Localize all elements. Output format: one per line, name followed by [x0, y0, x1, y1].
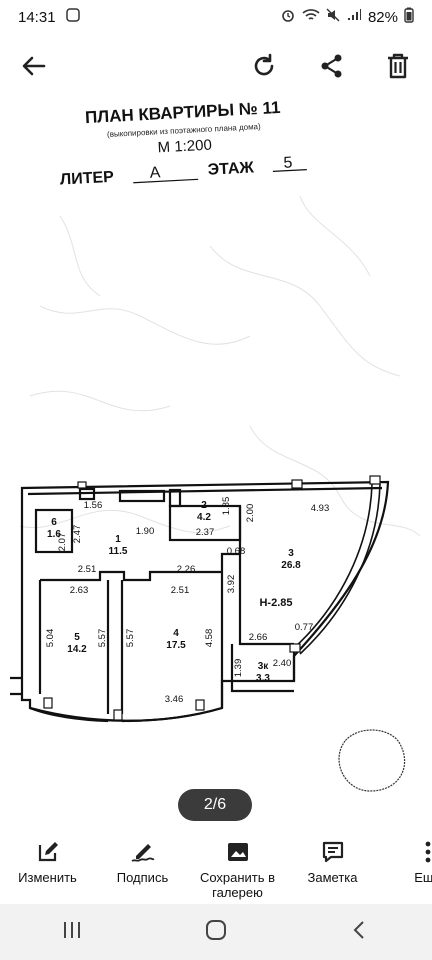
plan-scale: М 1:200	[157, 137, 212, 157]
save-to-gallery-button[interactable]: Сохранить в галерею	[190, 828, 285, 904]
room-4-number: 4	[173, 628, 179, 639]
dim-label: 1.56	[84, 500, 103, 511]
page-indicator: 2/6	[178, 789, 252, 821]
notification-icon	[65, 8, 80, 26]
liter-label: ЛИТЕР	[60, 169, 115, 189]
edit-label: Изменить	[18, 870, 77, 885]
save-to-gallery-label: Сохранить в галерею	[199, 870, 276, 900]
dim-label: 3.92	[226, 575, 237, 594]
nav-back-button[interactable]	[348, 918, 372, 947]
dim-label: 2.51	[78, 564, 97, 575]
home-icon	[206, 919, 226, 940]
note-label: Заметка	[307, 870, 358, 885]
dim-label: 4.93	[311, 503, 330, 514]
room-4-area: 17.5	[166, 640, 186, 651]
edit-button[interactable]: Изменить	[0, 828, 95, 904]
image-viewer[interactable]: ПЛАН КВАРТИРЫ № 11 (выкопировки из поэта…	[0, 96, 432, 836]
back-button[interactable]	[14, 46, 54, 86]
room-2-number: 2	[201, 500, 207, 511]
room-3k-number: 3к	[258, 661, 270, 672]
room-3-area: 26.8	[281, 560, 301, 571]
system-nav-bar	[0, 904, 432, 960]
room-1-area: 11.5	[109, 546, 128, 557]
liter-value: А	[149, 164, 161, 182]
arrow-left-icon	[22, 56, 46, 76]
home-button[interactable]	[204, 918, 228, 947]
rotate-icon	[254, 53, 274, 76]
floor-value: 5	[283, 154, 293, 171]
room-1-number: 1	[115, 534, 121, 545]
signal-icon	[346, 8, 362, 26]
recent-apps-button[interactable]	[60, 918, 84, 947]
room-5-area: 14.2	[67, 644, 87, 655]
rotate-button[interactable]	[244, 46, 284, 86]
gallery-icon	[227, 843, 248, 861]
battery-icon	[404, 7, 414, 27]
bottom-action-bar: Изменить Подпись Сохранить в галерею Зам…	[0, 828, 432, 904]
share-button[interactable]	[312, 46, 352, 86]
wifi-icon	[302, 8, 320, 26]
battery-percent: 82%	[367, 8, 398, 26]
dim-label: 5.57	[125, 629, 136, 648]
note-button[interactable]: Заметка	[285, 828, 380, 904]
room-5-number: 5	[74, 632, 80, 643]
dim-label: 2.37	[196, 527, 215, 538]
dim-label: 1.90	[136, 526, 155, 537]
chevron-left-icon	[353, 920, 364, 939]
top-toolbar	[0, 34, 432, 96]
dim-label: 2.47	[72, 525, 83, 544]
signature-icon	[131, 844, 154, 862]
trash-icon	[388, 53, 408, 79]
dim-label: 2.07	[57, 533, 68, 552]
room-2-area: 4.2	[197, 512, 211, 523]
status-time: 14:31	[18, 8, 56, 26]
dim-label: 2.40	[273, 658, 292, 669]
signature-label: Подпись	[116, 870, 169, 885]
edit-icon	[38, 842, 58, 862]
delete-button[interactable]	[378, 46, 418, 86]
dim-label: 2.66	[249, 632, 268, 643]
note-icon	[322, 841, 343, 863]
scribble-mark	[338, 729, 406, 792]
signature-button[interactable]: Подпись	[95, 828, 190, 904]
dim-label: 0.77	[295, 622, 314, 633]
more-button[interactable]: Еще	[380, 828, 432, 904]
dim-label: 5.57	[97, 629, 108, 648]
mute-icon	[326, 8, 340, 26]
floor-label: ЭТАЖ	[207, 159, 255, 178]
dim-label: 1.85	[221, 497, 232, 516]
ceiling-height: Н-2.85	[259, 597, 292, 609]
room-3-number: 3	[288, 548, 294, 559]
more-label: Еще	[414, 870, 432, 885]
dim-label: 2.51	[171, 585, 190, 596]
floor-plan-image: ПЛАН КВАРТИРЫ № 11 (выкопировки из поэта…	[10, 98, 421, 792]
room-3k-area: 3.3	[256, 673, 270, 684]
room-6-number: 6	[51, 517, 57, 528]
recents-icon	[64, 921, 80, 938]
dim-label: 0.68	[227, 546, 246, 557]
status-bar: 14:31 82%	[0, 0, 432, 34]
dim-label: 4.58	[204, 629, 215, 648]
share-icon	[321, 54, 342, 78]
dim-label: 1.39	[233, 659, 244, 678]
alarm-icon	[280, 7, 296, 27]
more-vertical-icon	[425, 841, 430, 863]
dim-label: 2.63	[70, 585, 89, 596]
dim-label: 2.26	[177, 564, 196, 575]
dim-label: 5.04	[45, 629, 56, 648]
dim-label: 3.46	[165, 694, 184, 705]
dim-label: 2.00	[245, 504, 256, 523]
room-6-area: 1.6	[47, 529, 61, 540]
